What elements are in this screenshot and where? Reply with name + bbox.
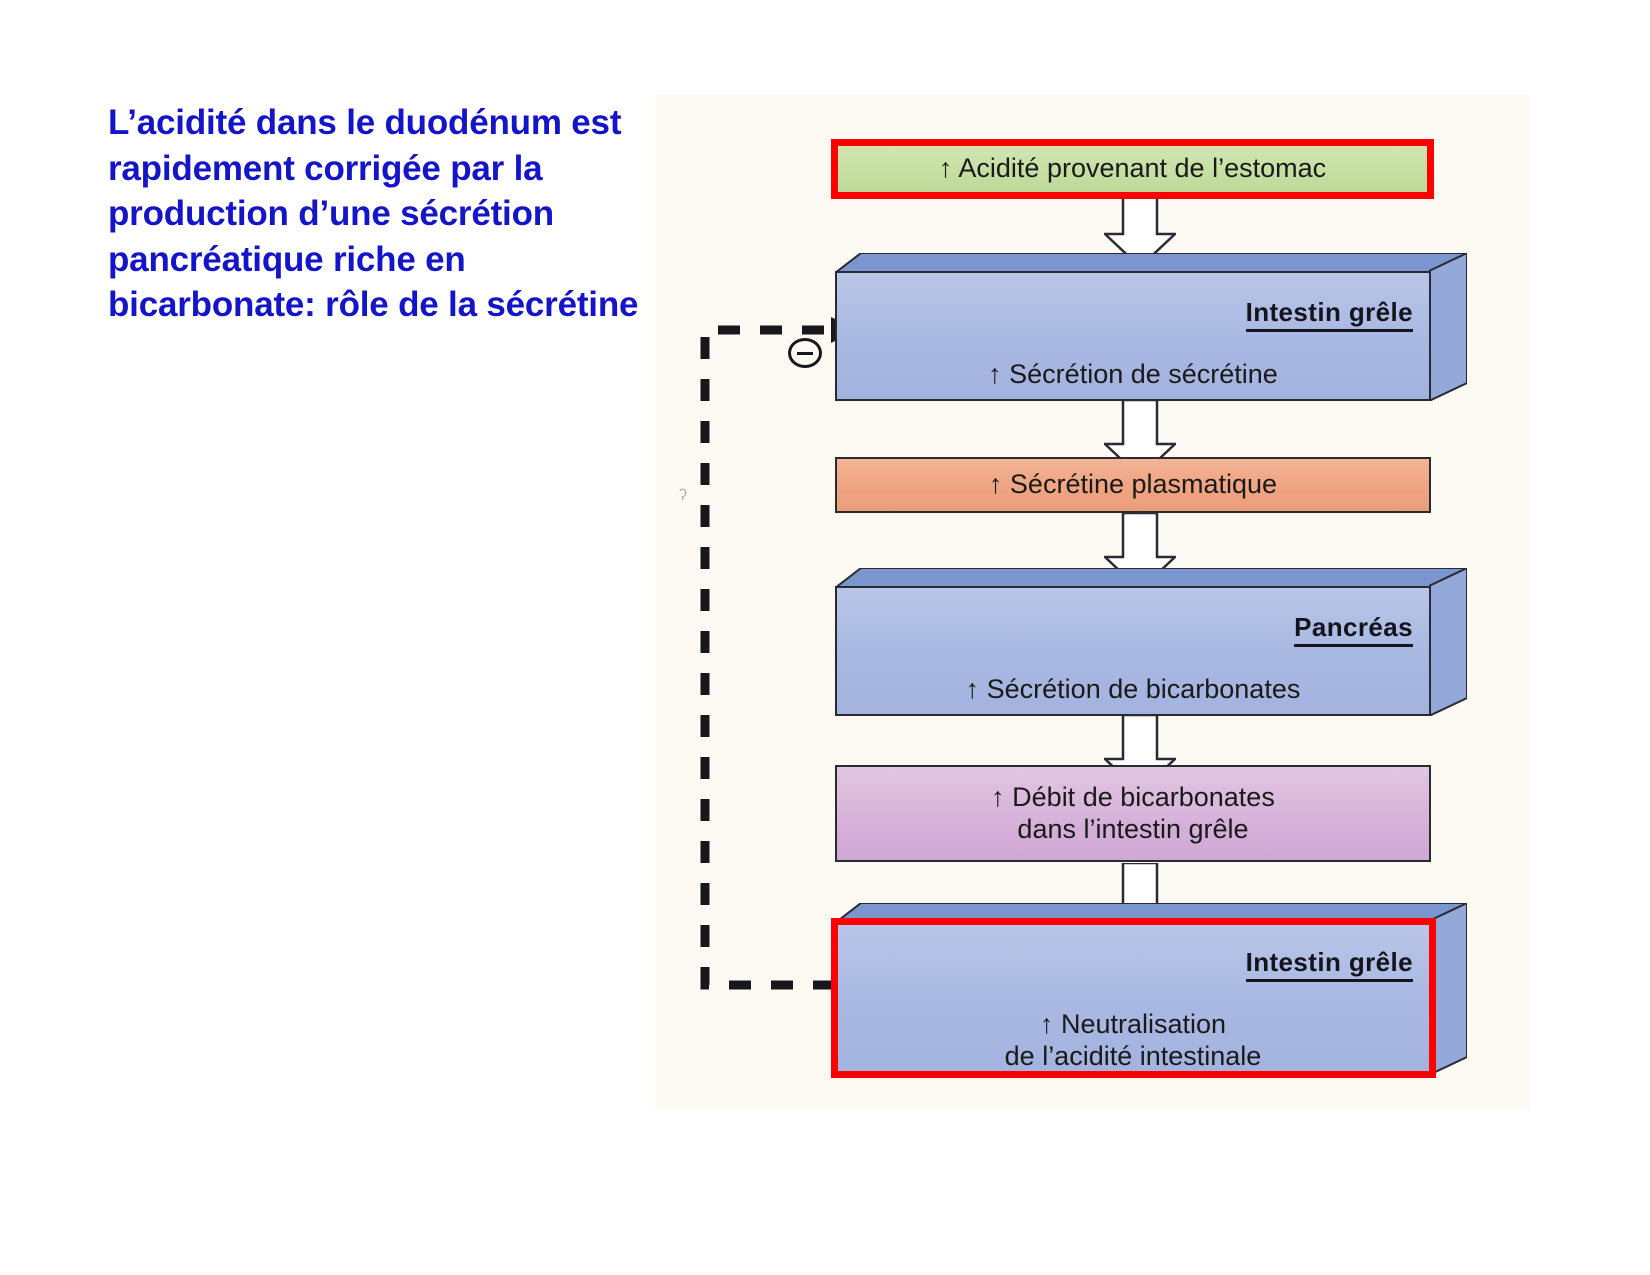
box-side-face	[1429, 253, 1467, 401]
node-secretion-secretine-organ: Intestin grêle	[1245, 297, 1413, 332]
minus-sign-icon	[788, 338, 822, 368]
node-neutralisation-text: ↑ Neutralisation de l’acidité intestinal…	[1004, 1009, 1262, 1072]
node-debit-bicarbonates[interactable]: ↑ Débit de bicarbonates dans l’intestin …	[835, 765, 1431, 862]
diagram-panel: ʔ ↑ Acidité provenant de l’estomac Intes…	[655, 95, 1530, 1110]
node-acidite-estomac[interactable]: ↑ Acidité provenant de l’estomac	[835, 143, 1430, 195]
node-neutralisation-organ: Intestin grêle	[1245, 947, 1413, 982]
node-secretion-secretine[interactable]: Intestin grêle ↑ Sécrétion de sécrétine	[835, 253, 1467, 401]
node-secretion-secretine-text: ↑ Sécrétion de sécrétine	[988, 359, 1278, 389]
box-side-face	[1429, 903, 1467, 1075]
box-top-face	[835, 568, 1467, 588]
node-secretine-plasmatique-text: ↑ Sécrétine plasmatique	[988, 469, 1278, 500]
box-top-face	[835, 903, 1467, 923]
box-front-face	[835, 586, 1431, 716]
node-neutralisation[interactable]: Intestin grêle ↑ Neutralisation de l’aci…	[835, 903, 1467, 1075]
node-secretion-bicarbonates-text: ↑ Sécrétion de bicarbonates	[965, 674, 1301, 704]
box-side-face	[1429, 568, 1467, 716]
node-debit-bicarbonates-text: ↑ Débit de bicarbonates dans l’intestin …	[991, 781, 1275, 844]
node-secretine-plasmatique[interactable]: ↑ Sécrétine plasmatique	[835, 457, 1431, 513]
box-top-face	[835, 253, 1467, 273]
page-title: L’acidité dans le duodénum est rapidemen…	[108, 103, 639, 324]
node-secretion-bicarbonates[interactable]: Pancréas ↑ Sécrétion de bicarbonates	[835, 568, 1467, 716]
box-front-face	[835, 271, 1431, 401]
scan-speck: ʔ	[679, 487, 687, 504]
node-secretion-bicarbonates-organ: Pancréas	[1294, 612, 1413, 647]
node-acidite-estomac-text: ↑ Acidité provenant de l’estomac	[938, 153, 1327, 184]
